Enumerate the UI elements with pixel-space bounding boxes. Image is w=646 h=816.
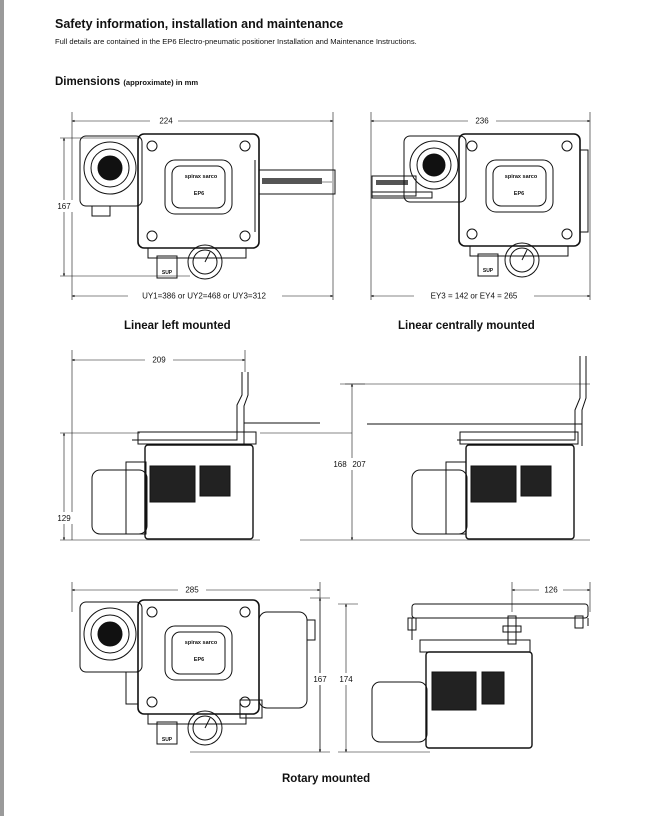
caption-linear-left: Linear left mounted — [124, 320, 231, 332]
offset-label: 126 — [544, 586, 558, 595]
figure-rotary — [71, 582, 591, 753]
dimensions-side-views — [55, 353, 370, 541]
height-side-label: 174 — [339, 675, 353, 684]
dimensions-linear-left — [55, 114, 334, 302]
dimensions-rotary — [71, 583, 591, 753]
width-label: 209 — [152, 356, 166, 365]
width-label: 285 — [185, 586, 199, 595]
side-view-left-icon — [91, 372, 320, 540]
bottom-dimension-label: EY3 = 142 or EY4 = 265 — [431, 292, 518, 301]
height-label: 167 — [313, 675, 327, 684]
gauge-label: SUP — [162, 270, 173, 276]
bottom-dimension-label: UY1=386 or UY2=468 or UY3=312 — [142, 292, 266, 301]
rotary-side-view-icon — [371, 603, 589, 749]
page-title: Safety information, installation and mai… — [55, 17, 344, 31]
height-big-label: 207 — [352, 460, 366, 469]
figure-linear-left — [60, 112, 336, 300]
caption-linear-central: Linear centrally mounted — [398, 320, 535, 332]
caption-rotary: Rotary mounted — [282, 773, 371, 785]
housing-icon — [458, 133, 589, 247]
brand-label: spirax sarco — [185, 174, 218, 180]
figure-side-views — [60, 350, 590, 541]
gauge-label: SUP — [483, 268, 494, 274]
pressure-gauge-icon — [147, 244, 247, 280]
brand-label: spirax sarco — [505, 174, 538, 180]
page-edge-rule — [0, 0, 4, 816]
model-label: EP6 — [194, 657, 204, 663]
section-title: Dimensions (approximate) in mm — [55, 76, 198, 88]
pressure-gauge-icon — [147, 710, 247, 746]
rotary-actuator-icon — [239, 611, 316, 719]
height-label: 167 — [57, 202, 71, 211]
model-label: EP6 — [194, 191, 204, 197]
figure-linear-central — [370, 112, 591, 300]
gauge-label: SUP — [162, 737, 173, 743]
height-mid-label: 168 — [333, 460, 347, 469]
brand-label: spirax sarco — [185, 640, 218, 646]
width-label: 236 — [475, 117, 489, 126]
terminal-box-icon — [79, 135, 143, 217]
section-title-note: (approximate) in mm — [123, 78, 199, 87]
page-subtitle: Full details are contained in the EP6 El… — [55, 37, 417, 46]
side-view-right-icon — [367, 356, 587, 540]
scale-bracket-icon — [371, 175, 433, 199]
width-label: 224 — [159, 117, 173, 126]
model-label: EP6 — [514, 191, 524, 197]
scale-bracket-icon — [254, 160, 336, 232]
terminal-box-icon — [403, 135, 467, 203]
terminal-box-icon — [79, 601, 143, 705]
pressure-gauge-icon — [469, 242, 569, 278]
height-small-label: 129 — [57, 514, 71, 523]
section-title-main: Dimensions — [55, 76, 121, 88]
dimensions-linear-central — [370, 114, 591, 302]
